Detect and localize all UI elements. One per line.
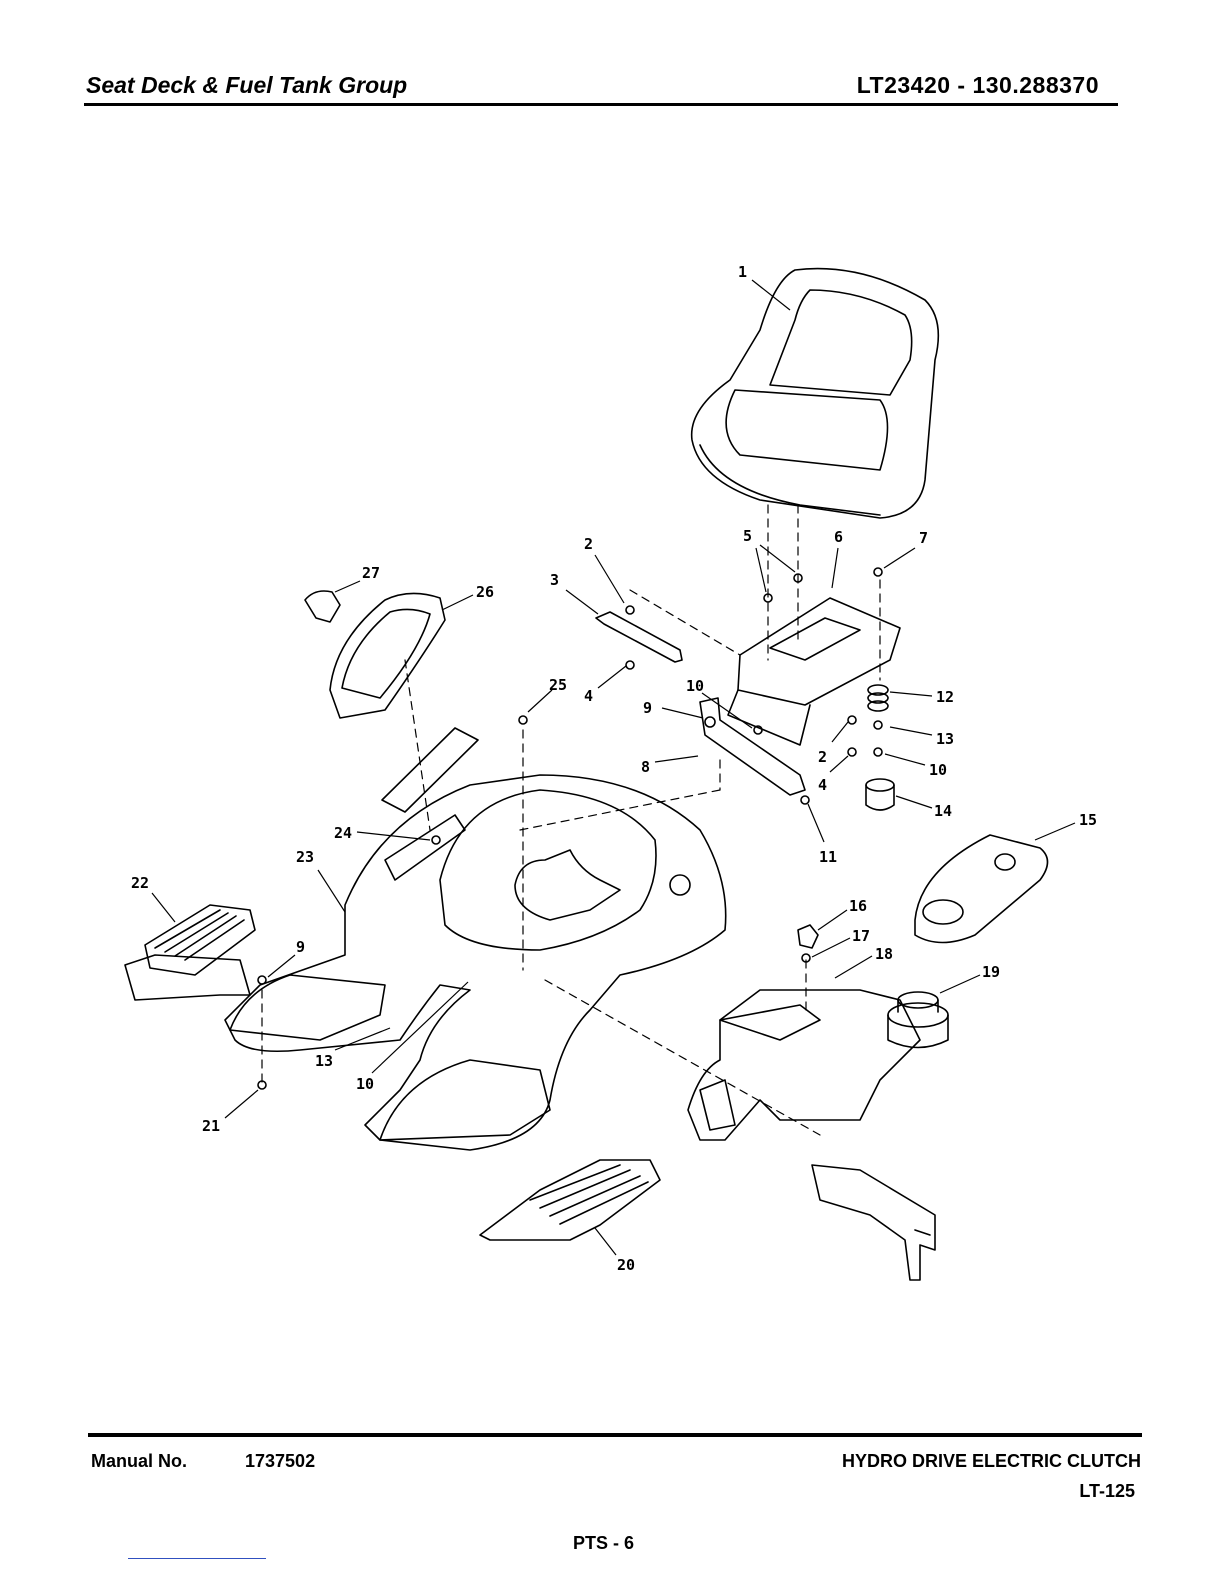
callout-17: 17 [852,927,870,945]
callout-2b: 2 [818,748,827,766]
gasket-part [382,728,478,812]
callout-9b: 9 [296,938,305,956]
footer-rule [88,1433,1142,1437]
callout-24: 24 [334,824,352,842]
callout-4b: 4 [818,776,827,794]
callout-5: 5 [743,527,752,545]
callout-23: 23 [296,848,314,866]
callout-6: 6 [834,528,843,546]
console-part [915,835,1048,943]
fender-deck-part [225,775,726,1150]
callout-10b: 10 [929,761,947,779]
callout-12: 12 [936,688,954,706]
callout-21: 21 [202,1117,220,1135]
fuel-tank-part [688,990,948,1140]
callout-labels: 1 2 3 4 5 6 7 25 10 9 8 2 4 11 12 13 10 … [131,263,1097,1274]
callout-16: 16 [849,897,867,915]
gasket-strip-part [385,815,465,880]
callout-7: 7 [919,529,928,547]
callout-10: 10 [686,677,704,695]
callout-26: 26 [476,583,494,601]
footer-code: LT-125 [1079,1481,1135,1502]
callout-1: 1 [738,263,747,281]
link-underline[interactable] [128,1558,266,1559]
callout-8: 8 [641,758,650,776]
slide-rail-part [596,612,682,662]
knob-part [305,591,340,622]
callout-13b: 13 [315,1052,333,1070]
callout-9: 9 [643,699,652,717]
bracket-part [700,698,805,795]
callout-15: 15 [1079,811,1097,829]
callout-22: 22 [131,874,149,892]
callout-3: 3 [550,571,559,589]
callout-18: 18 [875,945,893,963]
callout-20: 20 [617,1256,635,1274]
tank-bracket-part [812,1165,935,1280]
footrest-right-part [480,1160,660,1240]
seat-part [692,269,939,518]
manual-number: 1737502 [245,1451,315,1472]
callout-27: 27 [362,564,380,582]
fitting-part [798,925,818,948]
callout-25: 25 [549,676,567,694]
footrest-left-part [125,905,255,1000]
page-number: PTS - 6 [573,1533,634,1554]
manual-label: Manual No. [91,1451,187,1472]
callout-2: 2 [584,535,593,553]
callout-11: 11 [819,848,837,866]
spacer-part [866,779,894,810]
footer-description: HYDRO DRIVE ELECTRIC CLUTCH [842,1451,1141,1472]
spring-part [868,685,888,711]
callout-10c: 10 [356,1075,374,1093]
callout-19: 19 [982,963,1000,981]
cover-part [330,593,445,718]
callout-4: 4 [584,687,593,705]
callout-14: 14 [934,802,952,820]
callout-13: 13 [936,730,954,748]
